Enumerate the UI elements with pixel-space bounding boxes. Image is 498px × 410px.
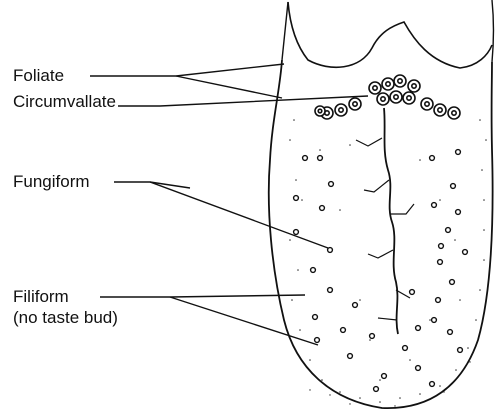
- filiform-leader-a: [100, 295, 305, 297]
- fungiform-leader-b: [150, 182, 190, 188]
- foliate-leader-lower: [176, 76, 282, 98]
- epiglottis-outline: [288, 2, 492, 68]
- leader-lines: [90, 64, 368, 345]
- circumvallate-label: Circumvallate: [13, 92, 116, 112]
- filiform-note: (no taste bud): [13, 308, 118, 328]
- foliate-label: Foliate: [13, 66, 64, 86]
- tongue-stipple: [289, 119, 487, 407]
- median-sulcus: [384, 108, 398, 334]
- circumvallate-leader: [118, 96, 368, 106]
- filiform-label: Filiform: [13, 287, 69, 307]
- sulcus-branch-4: [368, 250, 393, 258]
- sulcus-branch-2: [364, 180, 389, 192]
- fungiform-label: Fungiform: [13, 172, 90, 192]
- fungiform-papillae: [294, 150, 468, 392]
- epiglottis-left-fold: [282, 2, 288, 60]
- filiform-leader-b: [170, 297, 318, 345]
- fungiform-leader-a: [114, 182, 328, 248]
- sulcus-branch-3: [391, 204, 414, 214]
- sulcus-branch-1: [356, 138, 382, 146]
- foliate-leader-upper: [90, 64, 284, 76]
- sulcus-branch-6: [378, 318, 397, 320]
- epiglottis-right-fold: [492, 0, 494, 62]
